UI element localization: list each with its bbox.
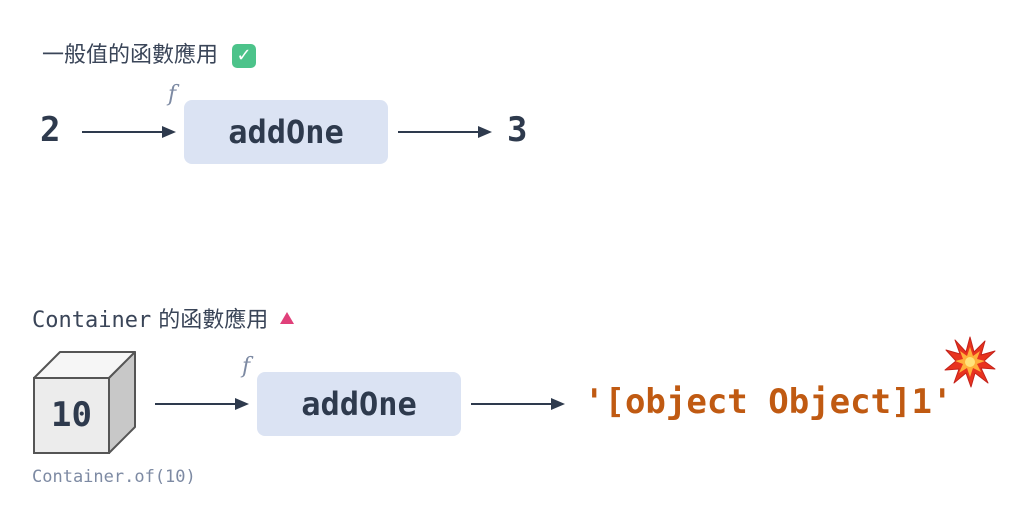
section1-arrow-in [82, 126, 176, 138]
section1-input: 2 [40, 110, 61, 150]
container-caption: Container.of(10) [32, 467, 196, 487]
section2-arrow-out [471, 398, 565, 410]
check-mark-icon: ✓ [232, 44, 257, 68]
section2-title: Container 的函數應用 [32, 302, 295, 334]
section2-title-code: Container [32, 308, 152, 333]
section1-title: 一般值的函數應用 ✓ [42, 37, 257, 69]
section2-title-text: 的函數應用 [151, 308, 269, 333]
section2-arrow-in [155, 398, 249, 410]
section1-arrow-out [398, 126, 492, 138]
section1-output: 3 [507, 110, 528, 150]
warning-triangle-icon [280, 312, 295, 324]
section1-function-box: addOne [184, 100, 388, 164]
section1-title-text: 一般值的函數應用 [42, 43, 219, 68]
container-value: 10 [51, 395, 92, 435]
section2-output: '[object Object]1' [584, 382, 953, 422]
section1-f-label: f [168, 82, 177, 107]
explosion-icon [944, 336, 996, 388]
container-cube [33, 351, 136, 454]
section2-f-label: f [242, 354, 251, 379]
section2-function-box: addOne [257, 372, 461, 436]
